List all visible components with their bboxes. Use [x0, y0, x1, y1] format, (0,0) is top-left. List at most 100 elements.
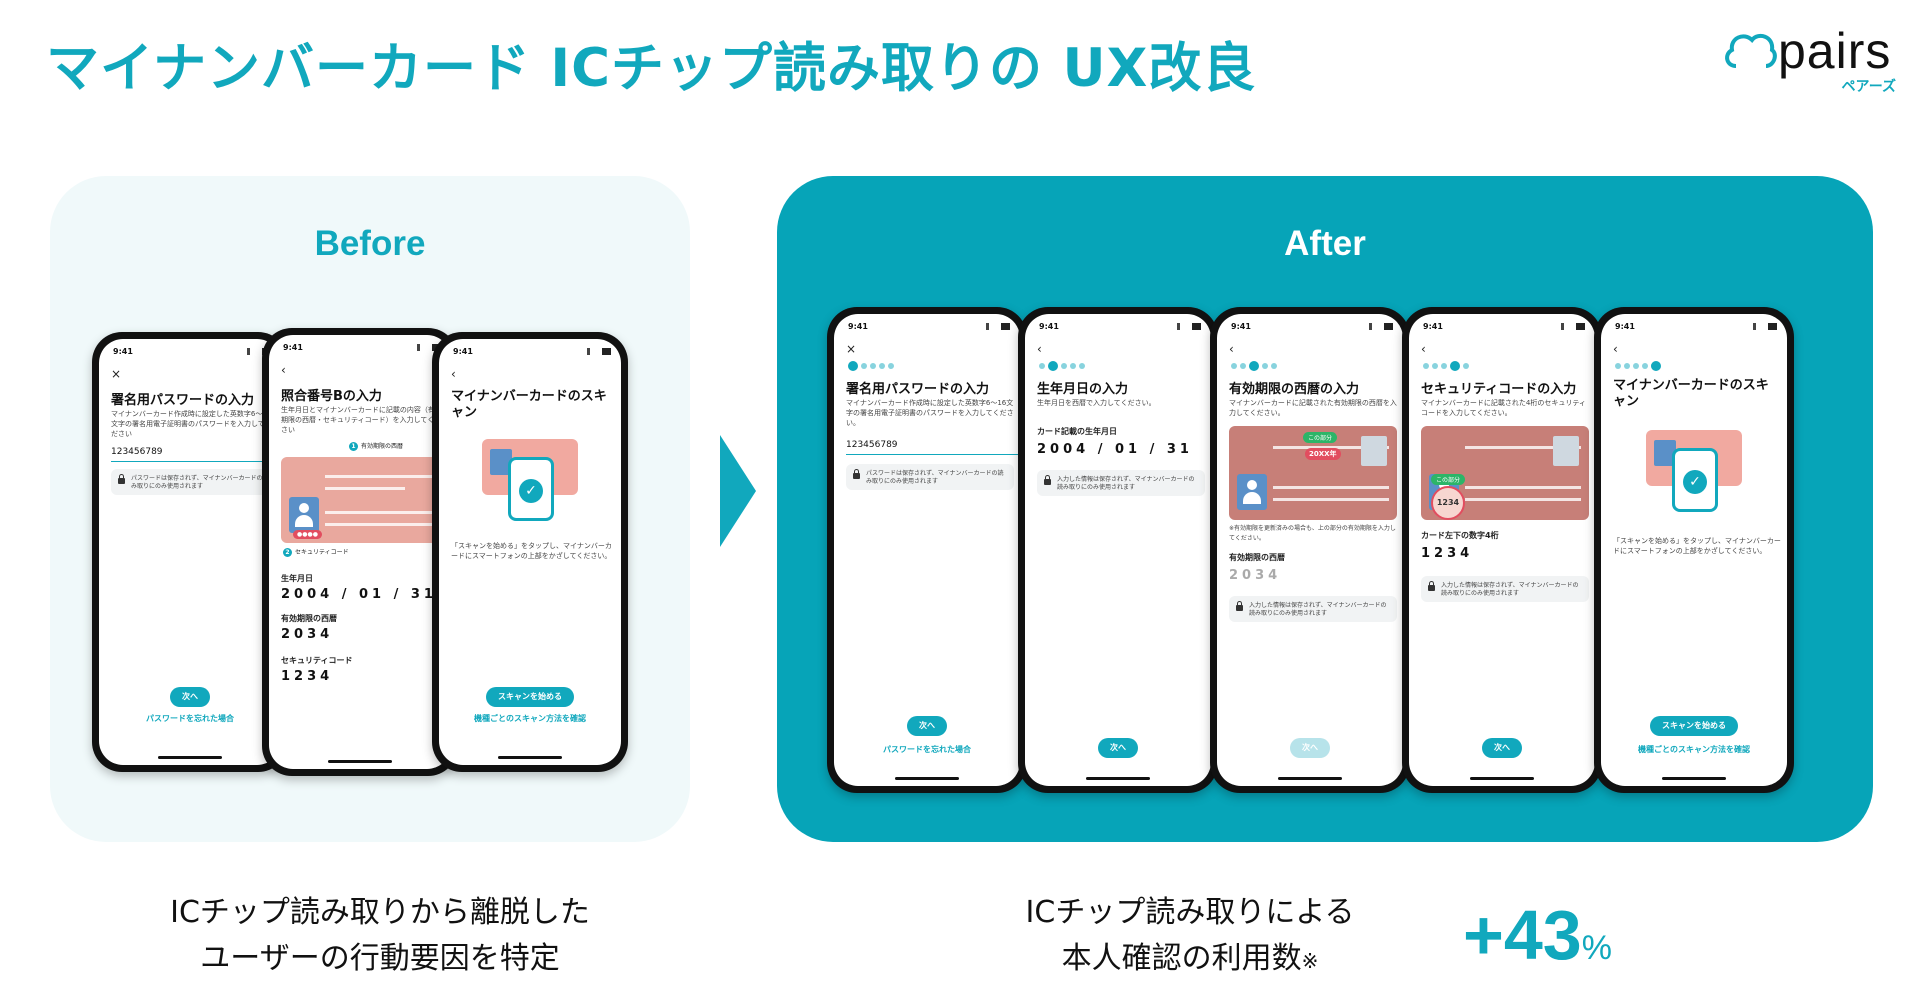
security-code-highlight: 1234	[1431, 486, 1465, 520]
next-button-disabled[interactable]: 次へ	[1290, 738, 1330, 758]
after-phone-expiry: 9:41 ‹ 有効期限の西暦の入力 マイナンバーカードに記載された有効期限の西暦…	[1210, 307, 1410, 793]
password-input[interactable]: 123456789	[111, 447, 281, 462]
expiry-value[interactable]: 2034	[281, 627, 334, 642]
caption-footnote-mark: ※	[1301, 949, 1319, 973]
status-time: 9:41	[1231, 322, 1251, 331]
id-card-illustration: ●●●●	[281, 457, 445, 543]
highlight-tag: この部分	[1431, 474, 1466, 485]
screen-title: 有効期限の西暦の入力	[1229, 382, 1360, 397]
screen-description: 生年月日を西暦で入力してください。	[1037, 399, 1156, 407]
lock-icon	[118, 474, 125, 484]
step-indicator	[1615, 361, 1661, 371]
screen-description: マイナンバーカードに記載された有効期限の西暦を入力してください。	[1229, 399, 1397, 417]
back-icon[interactable]: ‹	[451, 367, 456, 381]
after-phone-security-code: 9:41 ‹ セキュリティコードの入力 マイナンバーカードに記載された4桁のセキ…	[1402, 307, 1602, 793]
screen-description: マイナンバーカードに記載された4桁のセキュリティコードを入力してください。	[1421, 399, 1586, 417]
back-icon[interactable]: ‹	[1613, 342, 1618, 356]
screen-description: 「スキャンを始める」をタップし、マイナンバーカードにスマートフォンの上部をかざし…	[1613, 537, 1781, 555]
next-button[interactable]: 次へ	[170, 687, 210, 707]
back-icon[interactable]: ‹	[1229, 342, 1234, 356]
check-icon: ✓	[519, 479, 543, 503]
screen-title: マイナンバーカードのスキャン	[1613, 378, 1769, 409]
scan-help-link[interactable]: 機種ごとのスキャン方法を確認	[474, 714, 586, 723]
home-indicator	[328, 760, 392, 763]
screen-title: セキュリティコードの入力	[1421, 382, 1577, 397]
step-indicator	[1423, 361, 1469, 371]
before-phone-verification: 9:41 ‹ 照合番号Bの入力 生年月日とマイナンバーカードに記載の内容（有効期…	[262, 328, 458, 776]
step-indicator	[848, 361, 894, 371]
scan-help-link[interactable]: 機種ごとのスキャン方法を確認	[1638, 745, 1750, 754]
expiry-label: 有効期限の西暦	[281, 614, 337, 623]
status-time: 9:41	[1423, 322, 1443, 331]
back-icon[interactable]: ‹	[1421, 342, 1426, 356]
logo-text: pairs	[1778, 23, 1892, 79]
back-icon[interactable]: ‹	[1037, 342, 1042, 356]
after-phone-birthdate: 9:41 ‹ 生年月日の入力 生年月日を西暦で入力してください。 カード記載の生…	[1018, 307, 1218, 793]
highlight-tag: この部分	[1303, 432, 1338, 443]
start-scan-button[interactable]: スキャンを始める	[1650, 716, 1738, 736]
home-indicator	[895, 777, 959, 780]
status-time: 9:41	[453, 347, 473, 356]
home-indicator	[1278, 777, 1342, 780]
expiry-label: 有効期限の西暦	[1229, 553, 1285, 562]
lock-icon	[1044, 475, 1051, 485]
expiry-highlight: 20XX年	[1305, 448, 1341, 460]
security-code-value[interactable]: 1234	[281, 669, 334, 684]
before-phone-scan: 9:41 ‹ マイナンバーカードのスキャン ✓ 「スキャンを始める」をタップし、…	[432, 332, 628, 772]
scan-illustration: ✓	[1646, 426, 1742, 512]
next-button[interactable]: 次へ	[1098, 738, 1138, 758]
screen-description: マイナンバーカード作成時に設定した英数字6～16文字の署名用電子証明書のパスワー…	[846, 399, 1014, 427]
forgot-password-link[interactable]: パスワードを忘れた場合	[146, 714, 234, 723]
screen-description: 生年月日とマイナンバーカードに記載の内容（有効期限の西暦・セキュリティコード）を…	[281, 406, 442, 434]
next-button[interactable]: 次へ	[907, 716, 947, 736]
after-phone-scan: 9:41 ‹ マイナンバーカードのスキャン ✓ 「スキャンを始める」をタップし、…	[1594, 307, 1794, 793]
screen-description: マイナンバーカード作成時に設定した英数字6～16文字の署名用電子証明書のパスワー…	[111, 410, 272, 438]
status-time: 9:41	[848, 322, 868, 331]
logo-subtext: ペアーズ	[1841, 79, 1896, 95]
password-input[interactable]: 123456789	[846, 440, 1020, 455]
privacy-note: 入力した情報は保存されず、マイナンバーカードの読み取りにのみ使用されます	[1421, 576, 1589, 602]
lock-icon	[853, 469, 860, 479]
security-code-value[interactable]: 1234	[1421, 546, 1474, 561]
next-button[interactable]: 次へ	[1482, 738, 1522, 758]
security-code-highlight: ●●●●	[293, 530, 322, 539]
status-time: 9:41	[113, 347, 133, 356]
status-time: 9:41	[1615, 322, 1635, 331]
result-metric: +43%	[1463, 896, 1612, 974]
privacy-note: パスワードは保存されず、マイナンバーカードの読み取りにのみ使用されます	[846, 464, 1014, 490]
close-icon[interactable]: ×	[846, 342, 857, 356]
back-icon[interactable]: ‹	[281, 363, 286, 377]
start-scan-button[interactable]: スキャンを始める	[486, 687, 574, 707]
arrow-icon	[720, 435, 756, 547]
before-caption: ICチップ読み取りから離脱した ユーザーの行動要因を特定	[170, 895, 590, 976]
pairs-logo: pairs ペアーズ	[1722, 18, 1902, 98]
home-indicator	[158, 756, 222, 759]
screen-title: マイナンバーカードのスキャン	[451, 389, 607, 420]
home-indicator	[1470, 777, 1534, 780]
after-phone-password: 9:41 × 署名用パスワードの入力 マイナンバーカード作成時に設定した英数字6…	[827, 307, 1027, 793]
expiry-value[interactable]: 2034	[1229, 568, 1282, 583]
close-icon[interactable]: ×	[111, 367, 122, 381]
home-indicator	[498, 756, 562, 759]
before-panel: Before 9:41 × 署名用パスワードの入力 マイナンバーカード作成時に設…	[50, 176, 690, 842]
birthdate-value[interactable]: 2004 / 01 / 31	[281, 587, 437, 602]
forgot-password-link[interactable]: パスワードを忘れた場合	[883, 745, 971, 754]
scan-illustration: ✓	[482, 435, 578, 521]
cloud-icon	[1725, 33, 1777, 68]
lock-icon	[1236, 601, 1243, 611]
screen-title: 署名用パスワードの入力	[111, 393, 255, 408]
step-indicator	[1039, 361, 1085, 371]
home-indicator	[1662, 777, 1726, 780]
before-phone-password: 9:41 × 署名用パスワードの入力 マイナンバーカード作成時に設定した英数字6…	[92, 332, 288, 772]
birthdate-value[interactable]: 2004 / 01 / 31	[1037, 442, 1193, 457]
check-icon: ✓	[1683, 470, 1707, 494]
privacy-note: 入力した情報は保存されず、マイナンバーカードの読み取りにのみ使用されます	[1037, 470, 1205, 496]
home-indicator	[1086, 777, 1150, 780]
after-caption: ICチップ読み取りによる 本人確認の利用数※	[1025, 895, 1355, 976]
security-code-label: カード左下の数字4桁	[1421, 531, 1499, 540]
status-time: 9:41	[283, 343, 303, 352]
privacy-note: パスワードは保存されず、マイナンバーカードの読み取りにのみ使用されます	[111, 469, 275, 495]
